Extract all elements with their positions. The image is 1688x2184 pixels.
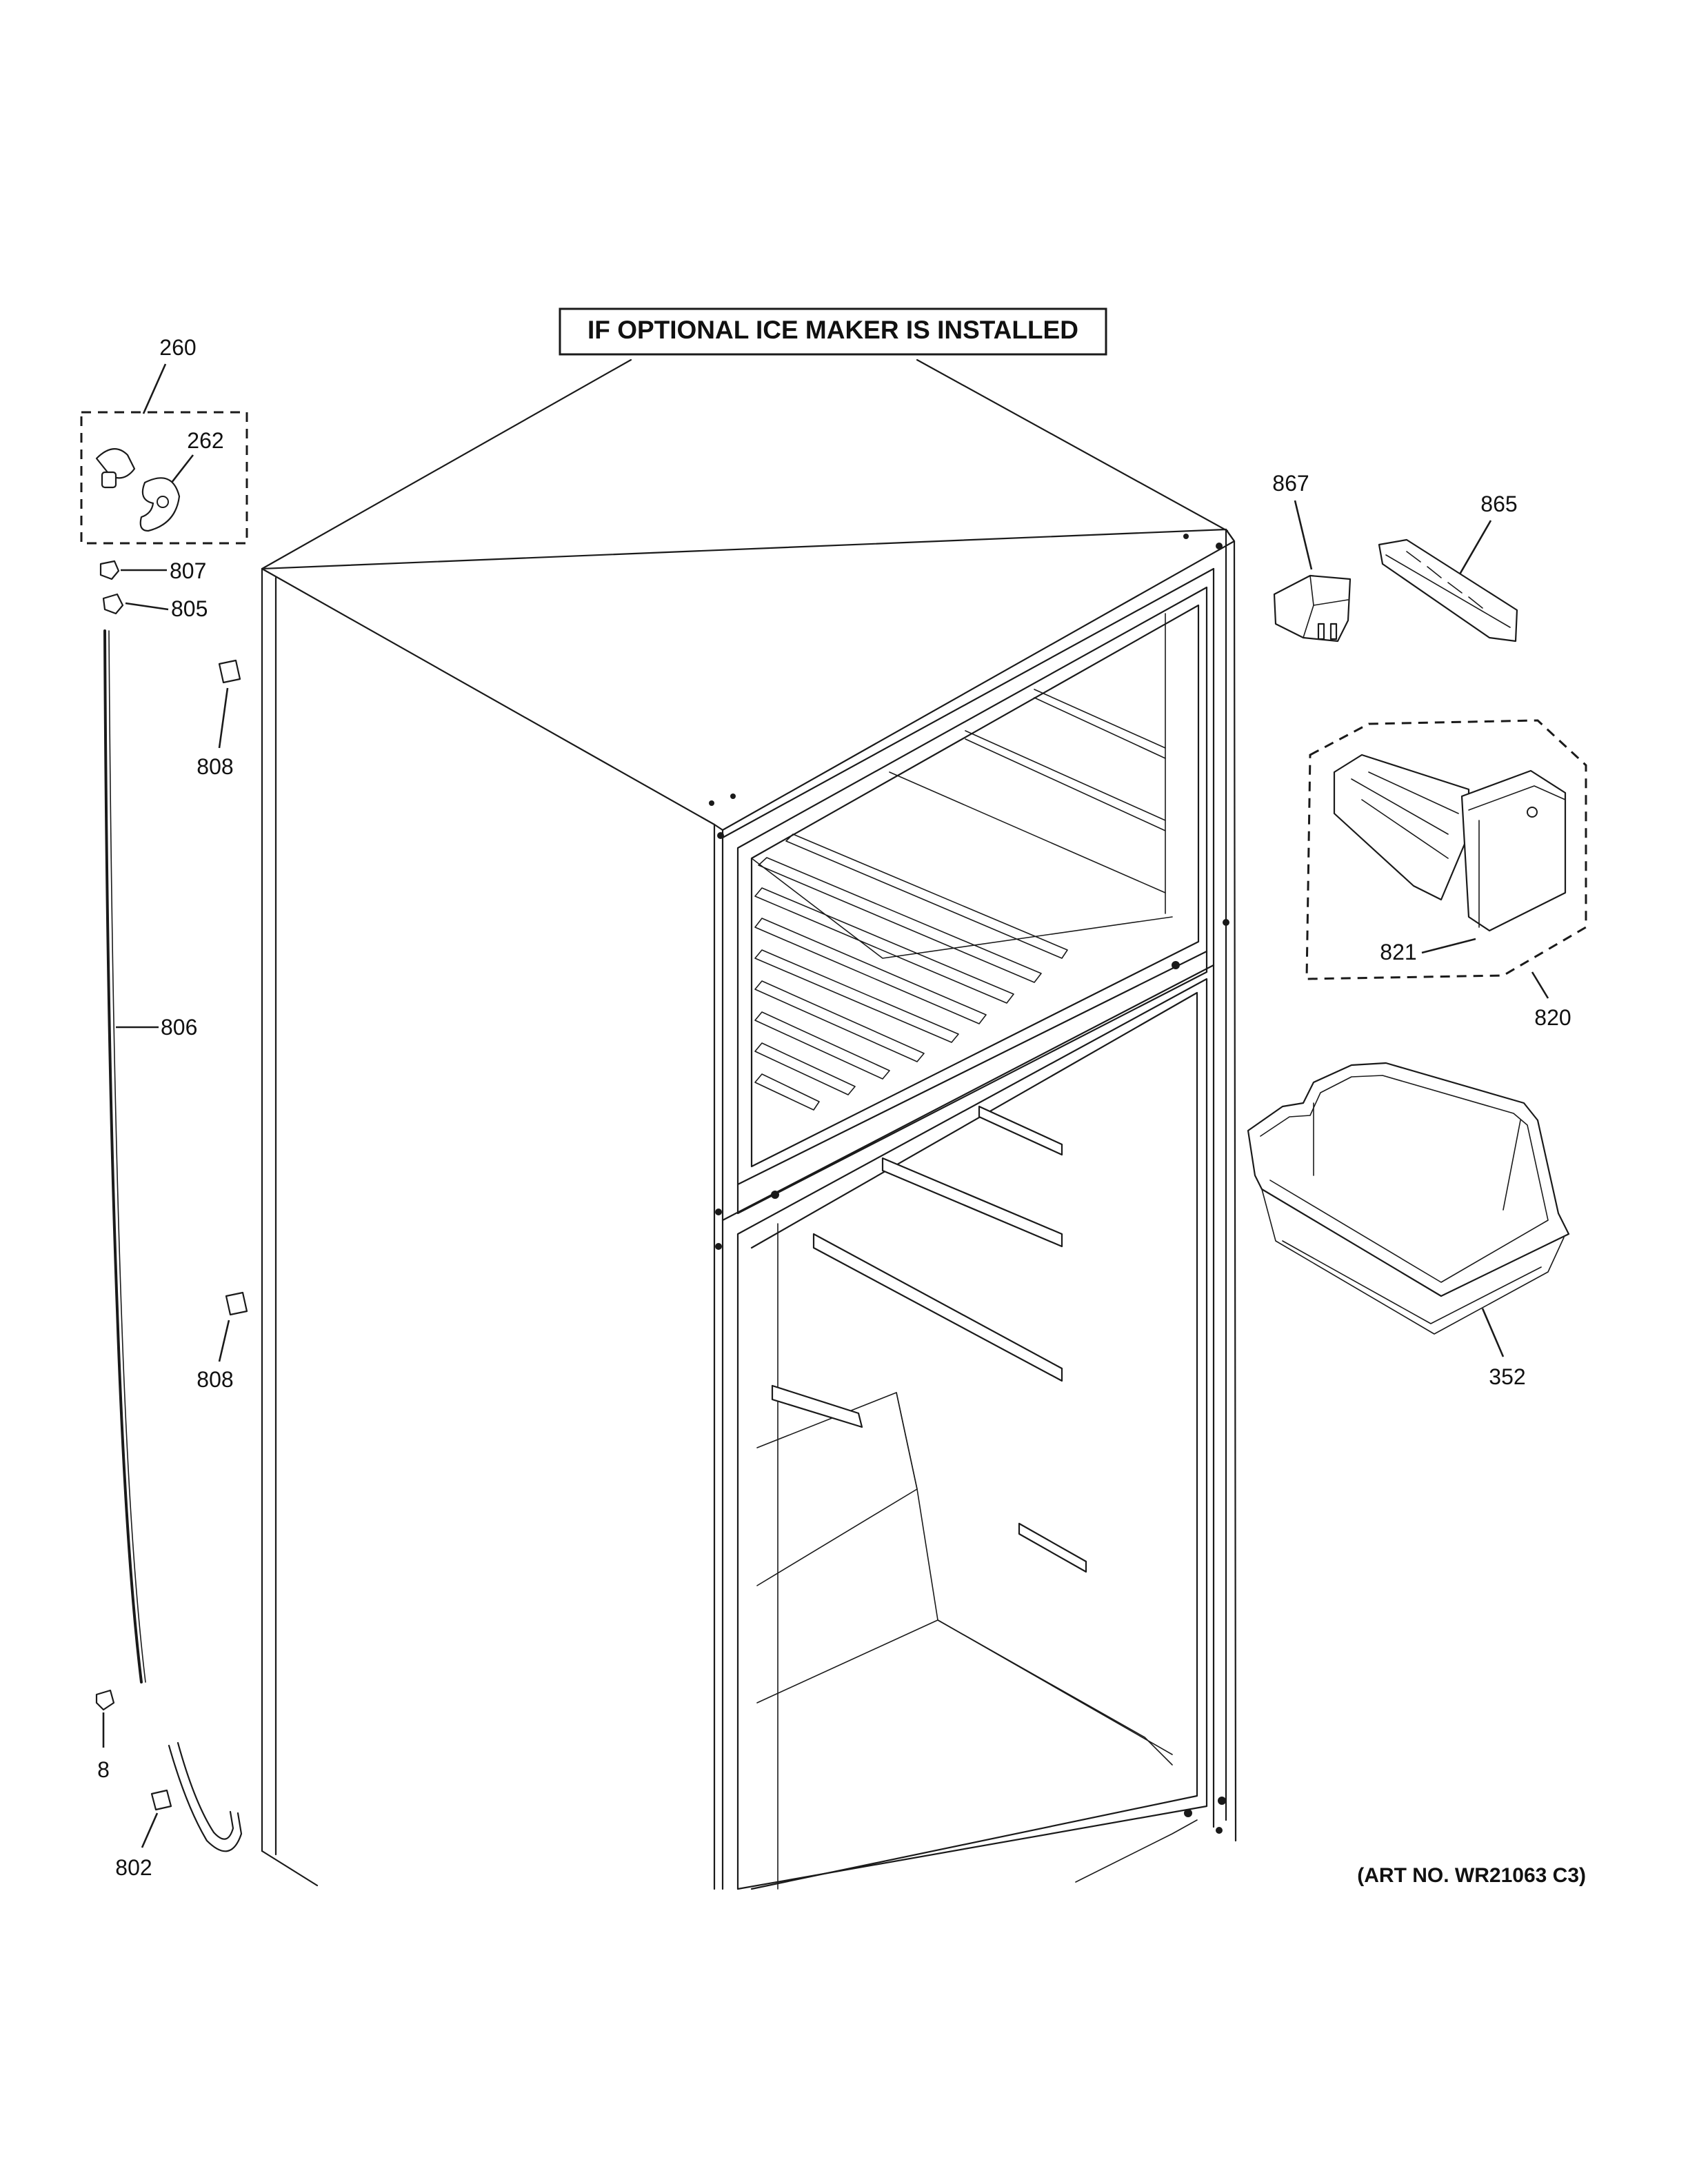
callout-808-bottom: 808 (197, 1367, 233, 1392)
part-260-group: 260 262 (80, 335, 248, 545)
callout-821: 821 (1380, 940, 1416, 964)
banner-text: IF OPTIONAL ICE MAKER IS INSTALLED (587, 316, 1078, 344)
callout-865: 865 (1480, 492, 1517, 516)
refrigerator-cabinet (261, 528, 1237, 1890)
ice-maker-banner: IF OPTIONAL ICE MAKER IS INSTALLED (261, 307, 1229, 570)
ice-maker-821 (1333, 754, 1567, 932)
part-865-harness: 865 (1378, 492, 1518, 643)
drain-hose (168, 1741, 243, 1852)
clip-808-bottom: 808 (197, 1291, 248, 1392)
callout-867: 867 (1272, 471, 1309, 496)
callout-807: 807 (170, 558, 206, 583)
callout-260: 260 (159, 335, 196, 360)
ice-bucket-352: 352 (1247, 1062, 1570, 1389)
callout-805: 805 (171, 596, 208, 621)
shelf-supports (771, 1105, 1087, 1573)
part-820-group: 821 820 (1305, 719, 1587, 1030)
part-807: 807 (99, 558, 206, 583)
callout-262: 262 (187, 428, 223, 453)
part-867-bracket: 867 (1272, 471, 1352, 643)
callout-820: 820 (1534, 1005, 1571, 1030)
callout-8: 8 (97, 1757, 110, 1782)
clip-808-top: 808 (197, 659, 241, 779)
callout-808-top: 808 (197, 754, 233, 779)
screw-8: 8 (95, 1689, 115, 1782)
water-valve-fitting (95, 448, 136, 489)
callout-352: 352 (1489, 1364, 1525, 1389)
callout-802: 802 (115, 1855, 152, 1880)
callout-806: 806 (161, 1015, 197, 1040)
freezer-floor-ribs (754, 833, 1068, 1111)
water-tube-806: 806 (103, 629, 197, 1684)
clip-802: 802 (115, 1789, 172, 1880)
art-number: (ART NO. WR21063 C3) (1357, 1864, 1586, 1887)
part-805: 805 (102, 593, 208, 621)
